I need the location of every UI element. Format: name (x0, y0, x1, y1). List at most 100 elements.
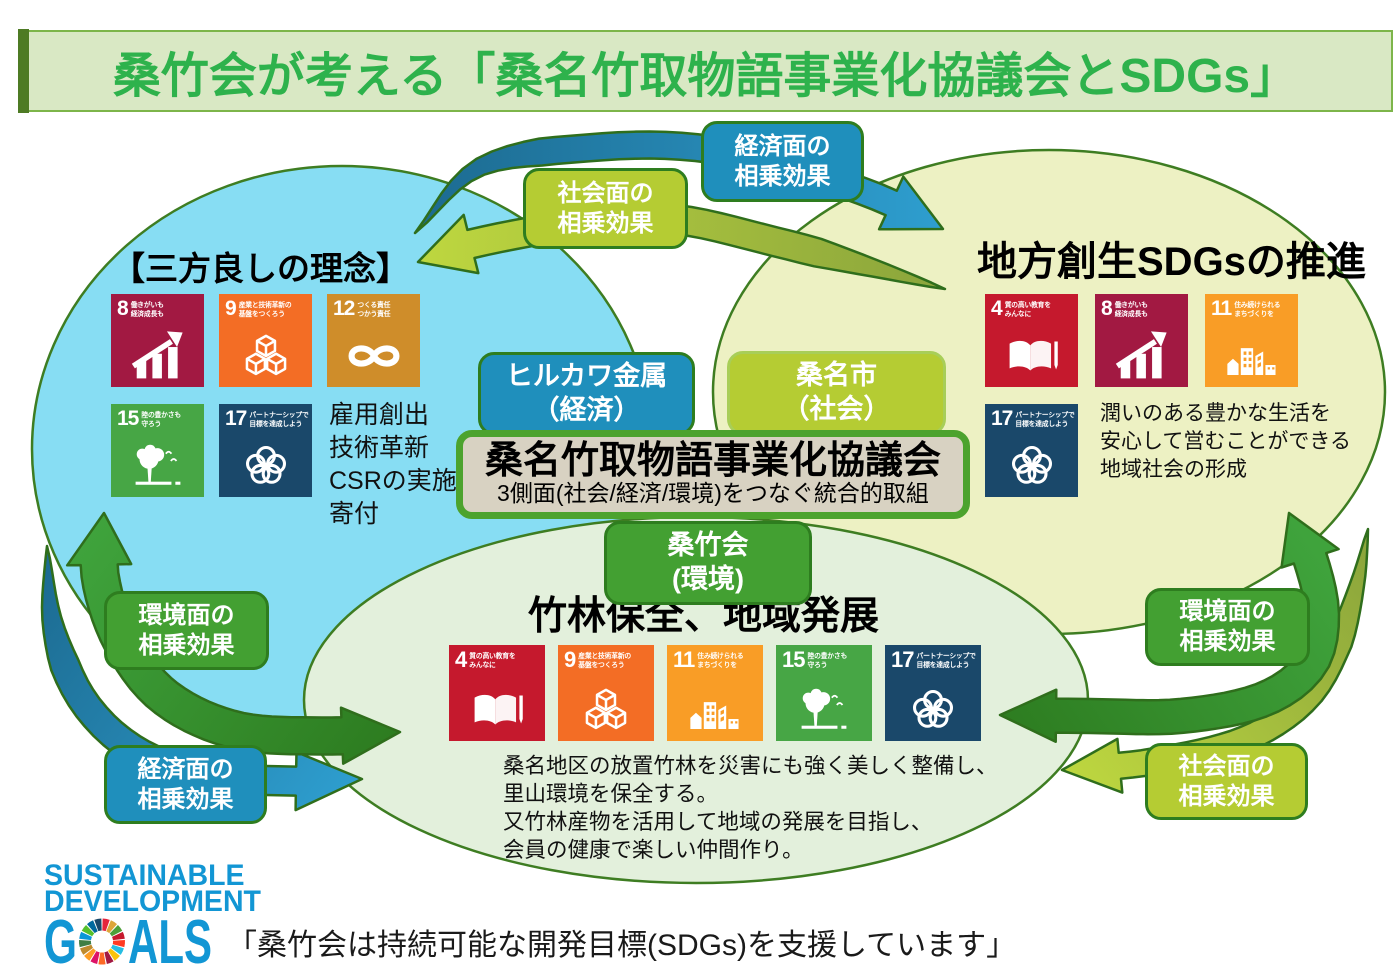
sdg-growth-icon (130, 328, 186, 384)
sdg-tree-icon (130, 438, 186, 494)
sdg-wheel-segment (81, 924, 95, 937)
sdg-tile-right-11: 11 住み続けられる まちづくりを (1205, 294, 1298, 387)
sdg-tile-header: 15 陸の豊かさも 守ろう (776, 645, 872, 671)
sdg-goal-number: 4 (991, 297, 1003, 320)
sdg-wheel-segment (94, 918, 102, 932)
sdg-tile-header: 12 つくる責任 つかう責任 (327, 294, 420, 320)
sdg-tile-header: 4 質の高い教育を みんなに (449, 645, 545, 671)
sdg-tile-right-17: 17 パートナーシップで 目標を達成しよう (985, 404, 1078, 497)
heading-sanpo-yoshi: 【三方良しの理念】 (112, 250, 409, 287)
sdg-goal-number: 17 (225, 407, 247, 430)
sdg-goal-title: 質の高い教育を みんなに (1004, 302, 1051, 318)
notes-chihou-sousei: 潤いのある豊かな生活を 安心して営むことができる 地域社会の形成 (1100, 402, 1351, 481)
sdg-goal-title: パートナーシップで 目標を達成しよう (249, 412, 309, 428)
sdg-tile-header: 11 住み続けられる まちづくりを (1205, 294, 1298, 320)
sdg-wheel-segment (112, 940, 126, 948)
page-title: 桑竹会が考える「桑名竹取物語事業化協議会とSDGs」 (112, 50, 1299, 103)
sdg-wheel-segment (108, 948, 120, 961)
label-economic-synergy-left: 経済面の 相乗効果 (104, 745, 267, 824)
sdg-wheel-segment (106, 920, 117, 934)
sdg-wheel-segment (80, 944, 94, 955)
sdg-tile-right-8: 8 働きがいも 経済成長も (1095, 294, 1188, 387)
sdg-goal-number: 8 (117, 297, 129, 320)
sdg-goal-number: 11 (1211, 297, 1232, 320)
sdg-goal-number: 15 (117, 407, 139, 430)
logo-goals-als: ALS (128, 917, 212, 967)
sdg-rings-icon (905, 682, 961, 738)
label-environment-synergy-left: 環境面の 相乗効果 (104, 591, 269, 670)
sdg-tile-header: 11 住み続けられる まちづくりを (667, 645, 763, 671)
sdg-tile-header: 9 産業と技術革新の 基盤をつくろう (558, 645, 654, 671)
sdg-rings-icon (1004, 438, 1060, 494)
notes-chikurin-hozen: 桑名地区の放置竹林を災害にも強く美しく整備し、 里山環境を保全する。 又竹林産物… (503, 754, 998, 862)
sdg-cubes-icon (578, 682, 634, 738)
sdg-tile-left-15: 15 陸の豊かさも 守ろう (111, 404, 204, 497)
sdg-goal-title: 働きがいも 経済成長も (130, 302, 164, 318)
sdg-goal-title: 産業と技術革新の 基盤をつくろう (578, 653, 632, 669)
sdg-goal-number: 11 (673, 647, 695, 672)
sdg-wheel-segment (79, 931, 92, 941)
sdg-tile-left-12: 12 つくる責任 つかう責任 (327, 294, 420, 387)
footer-quote: 「桑竹会は持続可能な開発目標(SDGs)を支援しています」 (227, 929, 1017, 962)
sdg-tile-header: 17 パートナーシップで 目標を達成しよう (885, 645, 981, 671)
sdg-tile-left-8: 8 働きがいも 経済成長も (111, 294, 204, 387)
sdg-cubes-icon (238, 328, 294, 384)
label-economic-synergy-top: 経済面の 相乗効果 (701, 121, 864, 202)
sdg-tile-left-9: 9 産業と技術革新の 基盤をつくろう (219, 294, 312, 387)
label-environment-synergy-right: 環境面の 相乗効果 (1145, 588, 1310, 666)
sdg-tile-header: 15 陸の豊かさも 守ろう (111, 404, 204, 430)
sdg-goal-number: 17 (991, 407, 1013, 430)
sdg-goal-title: 陸の豊かさも 守ろう (807, 653, 848, 669)
sdg-tile-header: 4 質の高い教育を みんなに (985, 294, 1078, 320)
sdg-goal-number: 4 (455, 647, 467, 672)
sdg-tile-header: 8 働きがいも 経済成長も (111, 294, 204, 320)
sdg-goal-title: 住み続けられる まちづくりを (697, 653, 744, 669)
sdg-wheel-segment (104, 951, 114, 964)
sdg-goal-number: 15 (782, 647, 806, 672)
sdg-growth-icon (1114, 328, 1170, 384)
sdg-goal-number: 8 (1101, 297, 1113, 320)
sdg-tile-header: 17 パートナーシップで 目標を達成しよう (219, 404, 312, 430)
sdg-goal-title: 陸の豊かさも 守ろう (141, 412, 181, 428)
logo-line-development: DEVELOPMENT (44, 885, 261, 918)
sdg-tree-icon (796, 682, 852, 738)
sdg-wheel-segment (84, 948, 96, 961)
sdg-city-icon (1224, 328, 1280, 384)
sdg-tile-header: 17 パートナーシップで 目標を達成しよう (985, 404, 1078, 430)
sdg-goal-number: 9 (225, 297, 237, 320)
logo-goals-g: G (44, 917, 77, 967)
sdg-goal-title: 住み続けられる まちづくりを (1234, 302, 1281, 318)
sdg-wheel-segment (98, 952, 106, 965)
sdg-tile-header: 8 働きがいも 経済成長も (1095, 294, 1188, 320)
sdg-tile-left-17: 17 パートナーシップで 目標を達成しよう (219, 404, 312, 497)
label-social-synergy-right: 社会面の 相乗効果 (1145, 743, 1308, 820)
sdg-goal-title: 働きがいも 経済成長も (1114, 302, 1148, 318)
sdg-tile-bottom-11: 11 住み続けられる まちづくりを (667, 645, 763, 741)
center-council-box: 桑名竹取物語事業化協議会 3側面(社会/経済/環境)をつなぐ統合的取組 (456, 430, 970, 519)
sdg-goal-number: 12 (333, 297, 355, 320)
arrow-environment-right (998, 511, 1341, 743)
sdg-infinity-icon (346, 328, 402, 384)
sdg-goal-title: パートナーシップで 目標を達成しよう (916, 653, 976, 669)
title-bar: 桑竹会が考える「桑名竹取物語事業化協議会とSDGs」 (18, 30, 1393, 112)
title-accent-strip (18, 29, 29, 113)
sdgs-logo: SUSTAINABLE DEVELOPMENT G ALS (44, 861, 272, 968)
council-subtitle: 3側面(社会/経済/環境)をつなぐ統合的取組 (497, 480, 929, 507)
sdg-tile-right-4: 4 質の高い教育を みんなに (985, 294, 1078, 387)
council-title: 桑名竹取物語事業化協議会 (484, 440, 941, 483)
notes-sanpo-yoshi: 雇用創出 技術革新 CSRの実施 寄付 (329, 401, 457, 528)
sdg-tile-bottom-9: 9 産業と技術革新の 基盤をつくろう (558, 645, 654, 741)
sdg-goal-number: 17 (891, 647, 915, 672)
sdg-city-icon (687, 682, 743, 738)
sdg-goal-title: パートナーシップで 目標を達成しよう (1015, 412, 1075, 428)
sdg-wheel-segment (90, 951, 100, 964)
sdg-wheel-segment (112, 931, 125, 941)
sdg-goal-title: つくる責任 つかう責任 (357, 302, 391, 318)
sdg-wheel-icon (78, 918, 126, 965)
sdg-tile-bottom-15: 15 陸の豊かさも 守ろう (776, 645, 872, 741)
sdg-wheel-segment (102, 918, 110, 932)
sdg-rings-icon (238, 438, 294, 494)
label-kuwana-city: 桑名市 （社会） (727, 351, 946, 435)
arrow-economic-left (40, 544, 364, 812)
